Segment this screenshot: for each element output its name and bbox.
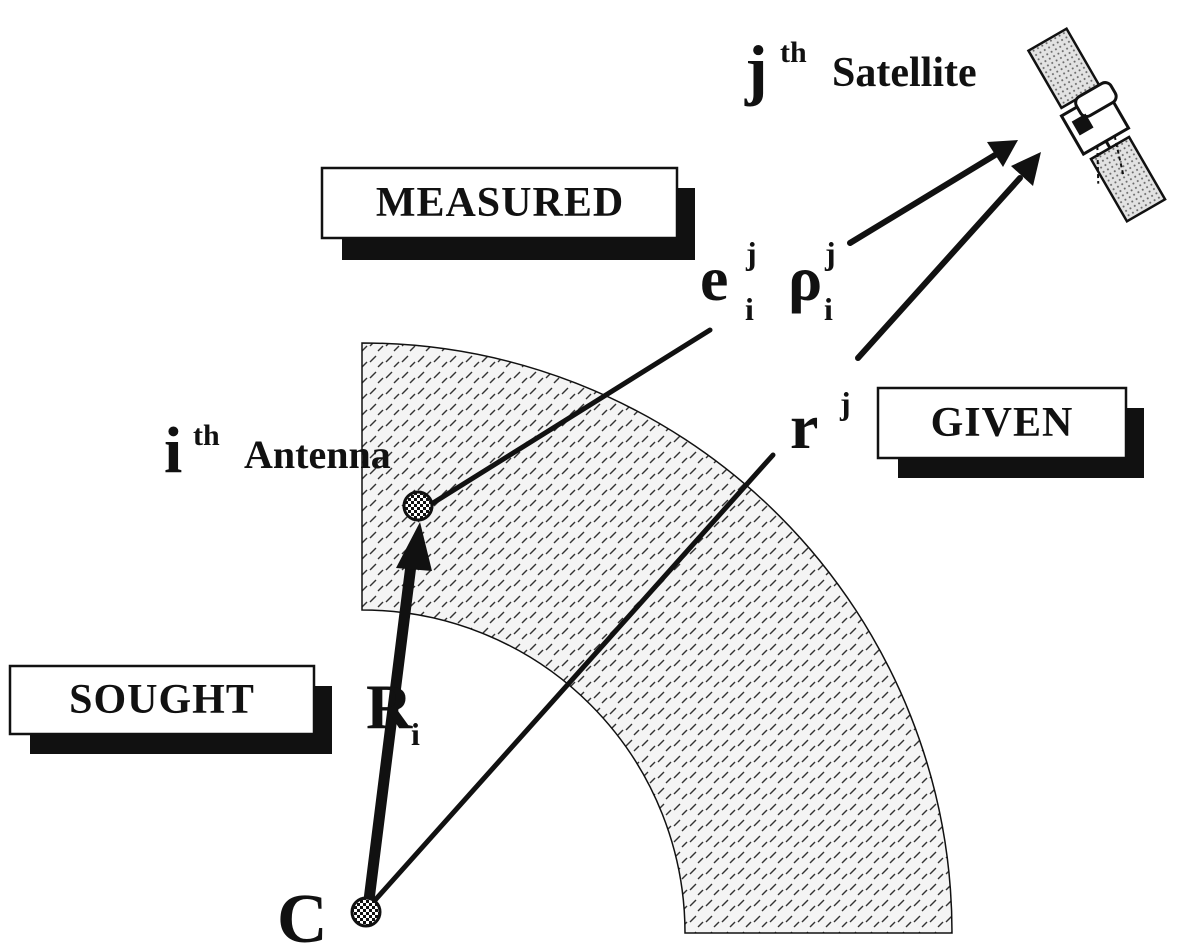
e-sup: j [745, 235, 757, 271]
sought-box: SOUGHT [8, 664, 332, 754]
R-main: R [366, 671, 413, 742]
given-box: GIVEN [876, 386, 1144, 478]
satellite-label: j th Satellite [744, 31, 977, 107]
r-main: r [790, 391, 818, 462]
antenna-marker-icon [402, 490, 434, 522]
center-marker-icon [350, 896, 382, 928]
satellite-j: j [744, 31, 768, 107]
e-main: e [700, 243, 728, 314]
e-rho-label: e j i ρ j i [700, 235, 836, 327]
e-sub: i [745, 291, 754, 327]
sought-label: SOUGHT [69, 677, 255, 723]
given-label: GIVEN [931, 400, 1074, 446]
r-j-label: r j [790, 385, 851, 462]
antenna-word: Antenna [244, 432, 391, 477]
rho-sup: j [824, 235, 836, 271]
vector-R-i [362, 522, 432, 914]
center-label: C [277, 881, 328, 952]
rho-main: ρ [788, 243, 822, 314]
rho-sub: i [824, 291, 833, 327]
R-i-label: R i [366, 671, 420, 752]
r-sup: j [839, 385, 851, 421]
satellite-word: Satellite [832, 50, 977, 96]
measured-box: MEASURED [320, 166, 695, 260]
measured-label: MEASURED [376, 180, 624, 226]
satellite-sup: th [780, 36, 807, 69]
R-sub: i [411, 716, 420, 752]
vector-r-j [365, 152, 1041, 911]
antenna-sup: th [193, 419, 220, 452]
antenna-label: i th Antenna [164, 414, 391, 487]
satellite-icon [1026, 27, 1167, 224]
vector-e-rho [422, 140, 1018, 511]
earth-surface-band [361, 342, 953, 934]
antenna-i: i [164, 414, 182, 487]
